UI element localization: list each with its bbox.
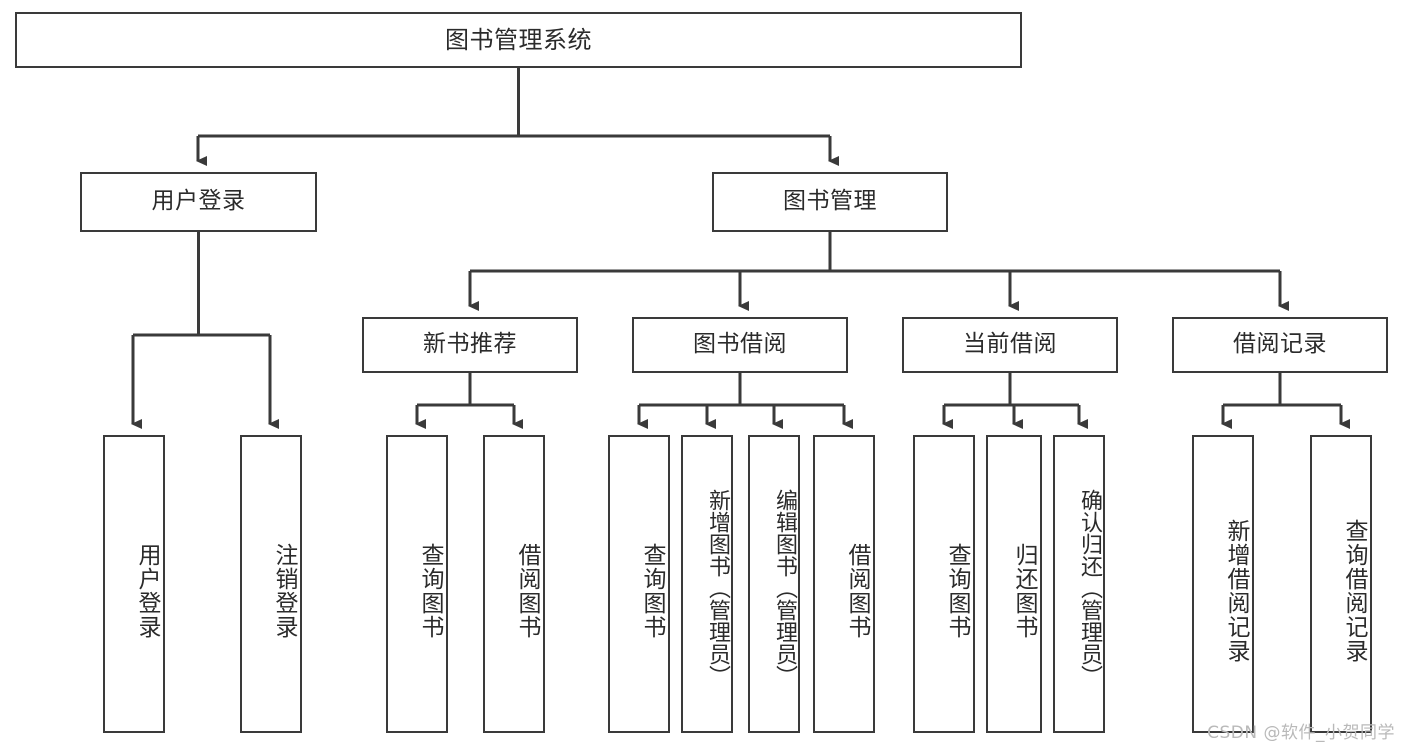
node-leaf-query-book-2[interactable]: 查询图书 <box>608 435 670 733</box>
node-label: 用户登录 <box>151 188 246 215</box>
node-label: 确认归还（管理员） <box>1077 489 1102 687</box>
node-root-system[interactable]: 图书管理系统 <box>15 12 1022 68</box>
node-label: 归还图书 <box>1011 543 1037 639</box>
node-borrow-record[interactable]: 借阅记录 <box>1172 317 1388 373</box>
node-current-borrow[interactable]: 当前借阅 <box>902 317 1118 373</box>
node-label: 查询借阅记录 <box>1341 519 1367 663</box>
node-label: 新增图书（管理员） <box>705 489 730 687</box>
node-leaf-borrow-book-2[interactable]: 借阅图书 <box>813 435 875 733</box>
node-new-book-recommend[interactable]: 新书推荐 <box>362 317 578 373</box>
node-label: 新书推荐 <box>423 331 517 358</box>
node-leaf-return-book[interactable]: 归还图书 <box>986 435 1042 733</box>
node-label: 图书借阅 <box>693 331 787 358</box>
node-label: 借阅图书 <box>514 543 540 639</box>
node-leaf-logout[interactable]: 注销登录 <box>240 435 302 733</box>
node-book-management[interactable]: 图书管理 <box>712 172 948 232</box>
node-label: 借阅记录 <box>1233 331 1327 358</box>
node-leaf-add-book[interactable]: 新增图书（管理员） <box>681 435 733 733</box>
node-book-borrow[interactable]: 图书借阅 <box>632 317 848 373</box>
node-label: 图书管理系统 <box>445 25 592 54</box>
node-label: 当前借阅 <box>963 331 1057 358</box>
node-leaf-edit-book[interactable]: 编辑图书（管理员） <box>748 435 800 733</box>
node-leaf-query-record[interactable]: 查询借阅记录 <box>1310 435 1372 733</box>
node-label: 新增借阅记录 <box>1223 519 1249 663</box>
node-leaf-query-book-1[interactable]: 查询图书 <box>386 435 448 733</box>
node-label: 查询图书 <box>944 543 970 639</box>
node-label: 编辑图书（管理员） <box>772 489 797 687</box>
node-label: 图书管理 <box>783 188 877 215</box>
node-leaf-query-book-3[interactable]: 查询图书 <box>913 435 975 733</box>
node-leaf-add-record[interactable]: 新增借阅记录 <box>1192 435 1254 733</box>
node-label: 注销登录 <box>271 543 297 639</box>
node-label: 用户登录 <box>134 543 160 639</box>
node-label: 借阅图书 <box>844 543 870 639</box>
node-leaf-user-login[interactable]: 用户登录 <box>103 435 165 733</box>
node-label: 查询图书 <box>417 543 443 639</box>
node-leaf-borrow-book-1[interactable]: 借阅图书 <box>483 435 545 733</box>
node-label: 查询图书 <box>639 543 665 639</box>
watermark: CSDN @软件_小贺同学 <box>1207 723 1395 743</box>
node-leaf-confirm-return[interactable]: 确认归还（管理员） <box>1053 435 1105 733</box>
node-user-login[interactable]: 用户登录 <box>80 172 317 232</box>
